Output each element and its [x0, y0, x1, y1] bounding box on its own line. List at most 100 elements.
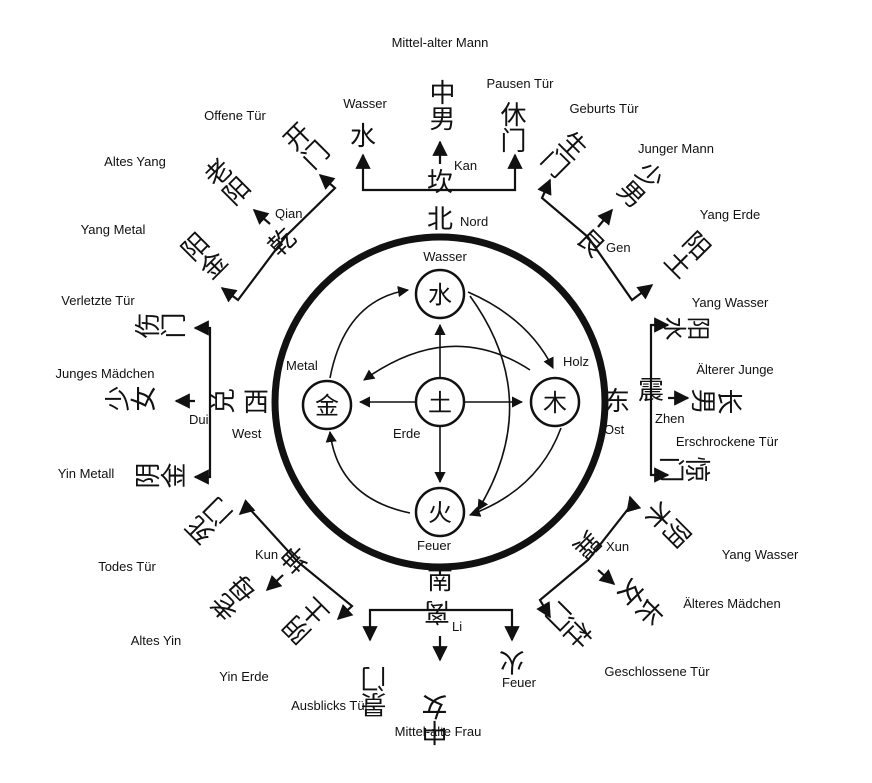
- wood-char: 木: [543, 389, 567, 417]
- trigram-qian: 乾 Qian Offene Tür 开门 Altes Yang 老阳 Yang …: [81, 108, 337, 303]
- xun-arrow: [597, 569, 616, 586]
- fire-char: 火: [428, 499, 452, 527]
- kun-person-chars: 老母: [206, 571, 264, 629]
- qian-door-chars: 开门: [275, 118, 333, 176]
- water-node: [414, 268, 466, 320]
- gen-char: 艮: [570, 224, 610, 264]
- kun-door-chars: 死门: [181, 494, 239, 552]
- gen-name: Gen: [606, 240, 631, 255]
- dui-middle-label: Junges Mädchen: [55, 366, 154, 381]
- trigram-xun: 巽 Xun 阴木 Yang Wasser 长女 Älteres Mädchen …: [536, 494, 799, 679]
- xun-element-label: Yang Wasser: [722, 547, 799, 562]
- kan-top-label: Mittel-alter Mann: [392, 35, 489, 50]
- arc-water-fire: [469, 295, 511, 511]
- gen-element-chars: 阳土: [657, 224, 715, 282]
- north-label: Nord: [460, 214, 488, 229]
- zhen-bottom-chars: 惊门: [659, 452, 711, 482]
- gen-element-label: Yang Erde: [700, 207, 760, 222]
- qian-name: Qian: [275, 206, 302, 221]
- li-bottom-chars: 中女: [422, 694, 452, 746]
- wood-node: [529, 376, 581, 428]
- water-label: Wasser: [423, 249, 467, 264]
- kan-top-chars: 中男: [425, 79, 455, 131]
- kun-door-label: Todes Tür: [98, 559, 156, 574]
- qian-person-label: Altes Yang: [104, 154, 166, 169]
- kan-connector: [355, 153, 523, 192]
- zhen-top-chars: 阳水: [663, 312, 711, 340]
- east-label: Ost: [604, 422, 625, 437]
- trigram-dui: 兑 Dui Verletzte Tür 伤门 Junges Mädchen 少女…: [55, 293, 239, 493]
- arc-wood-fire: [468, 427, 562, 517]
- zhen-name: Zhen: [655, 411, 685, 426]
- dui-bottom-chars: 阴金: [134, 463, 186, 493]
- xun-door-chars: 杜门: [542, 595, 600, 653]
- gen-door-label: Geburts Tür: [569, 101, 639, 116]
- trigram-zhen: 震 Zhen Yang Wasser 阳水 Älterer Junge 长男 E…: [638, 295, 779, 483]
- arc-water-wood: [467, 291, 554, 370]
- li-left-chars: 景门: [361, 666, 391, 718]
- dui-bottom-label: Yin Metall: [58, 466, 115, 481]
- west-char: 西: [243, 388, 269, 418]
- outer-ring: [271, 233, 609, 571]
- li-name: Li: [452, 619, 462, 634]
- earth-label: Erde: [393, 426, 420, 441]
- gen-arrow: [597, 208, 613, 228]
- water-char: 水: [428, 281, 452, 309]
- xun-person-chars: 长女: [614, 572, 672, 630]
- east-char: 东: [604, 387, 630, 417]
- earth-char: 土: [428, 389, 452, 417]
- arc-fire-metal: [325, 430, 411, 514]
- gen-connector: [537, 178, 654, 302]
- kun-arrow: [265, 574, 284, 592]
- metal-char: 金: [315, 392, 339, 420]
- qian-connector: [220, 173, 337, 303]
- zhen-middle-chars: 长男: [691, 384, 743, 414]
- fire-node: [414, 486, 466, 538]
- metal-label: Metal: [286, 358, 318, 373]
- xun-name: Xun: [606, 539, 629, 554]
- trigram-kan: 坎 Kan Mittel-alter Mann 中男 Wasser 水 Paus…: [343, 35, 554, 198]
- north-char: 北: [427, 205, 453, 235]
- gen-door-chars: 生门: [534, 123, 592, 181]
- gen-person-label: Junger Mann: [638, 141, 714, 156]
- kan-name: Kan: [454, 158, 477, 173]
- xun-door-label: Geschlossene Tür: [604, 664, 710, 679]
- west-label: West: [232, 426, 262, 441]
- dui-char: 兑: [209, 388, 239, 414]
- kan-left-chars: 水: [350, 122, 376, 152]
- li-left-label: Ausblicks Tür: [291, 698, 369, 713]
- kun-element-chars: 阴土: [278, 594, 336, 652]
- qian-arrow: [252, 208, 271, 225]
- dui-middle-chars: 少女: [104, 386, 156, 416]
- kan-char: 坎: [427, 168, 453, 198]
- kan-right-chars: 休门: [496, 101, 526, 153]
- li-connector: [362, 608, 520, 642]
- dui-top-label: Verletzte Tür: [61, 293, 135, 308]
- zhen-connector: [649, 317, 670, 483]
- element-cycle: 水 木 火 金 土 Wasser Holz Feuer Metal Erde: [271, 233, 609, 571]
- kan-right-label: Pausen Tür: [487, 76, 555, 91]
- gen-person-chars: 少男: [610, 154, 668, 212]
- kan-left-label: Wasser: [343, 96, 387, 111]
- qian-person-chars: 老阳: [196, 154, 254, 212]
- li-right-chars: 火: [499, 646, 525, 676]
- fire-label: Feuer: [417, 538, 452, 553]
- xun-element-chars: 阴木: [641, 494, 699, 552]
- zhen-top-label: Yang Wasser: [692, 295, 769, 310]
- kun-connector: [238, 499, 354, 621]
- kun-person-label: Altes Yin: [131, 633, 182, 648]
- arc-wood-metal: [363, 345, 531, 381]
- trigram-li: 离 Li 中女 Mittel-alte Frau 景门 Ausblicks Tü…: [291, 596, 537, 746]
- trigram-gen: 艮 Gen Geburts Tür 生门 Junger Mann 少男 Yang…: [534, 101, 760, 302]
- metal-node: [301, 379, 353, 431]
- south-char: 南: [427, 566, 453, 596]
- dui-name: Dui: [189, 412, 209, 427]
- zhen-middle-label: Älterer Junge: [696, 362, 773, 377]
- li-right-label: Feuer: [502, 675, 537, 690]
- dui-connector: [193, 320, 212, 485]
- kun-element-label: Yin Erde: [219, 669, 268, 684]
- arc-metal-water: [329, 286, 410, 379]
- zhen-bottom-label: Erschrockene Tür: [676, 434, 779, 449]
- kun-name: Kun: [255, 547, 278, 562]
